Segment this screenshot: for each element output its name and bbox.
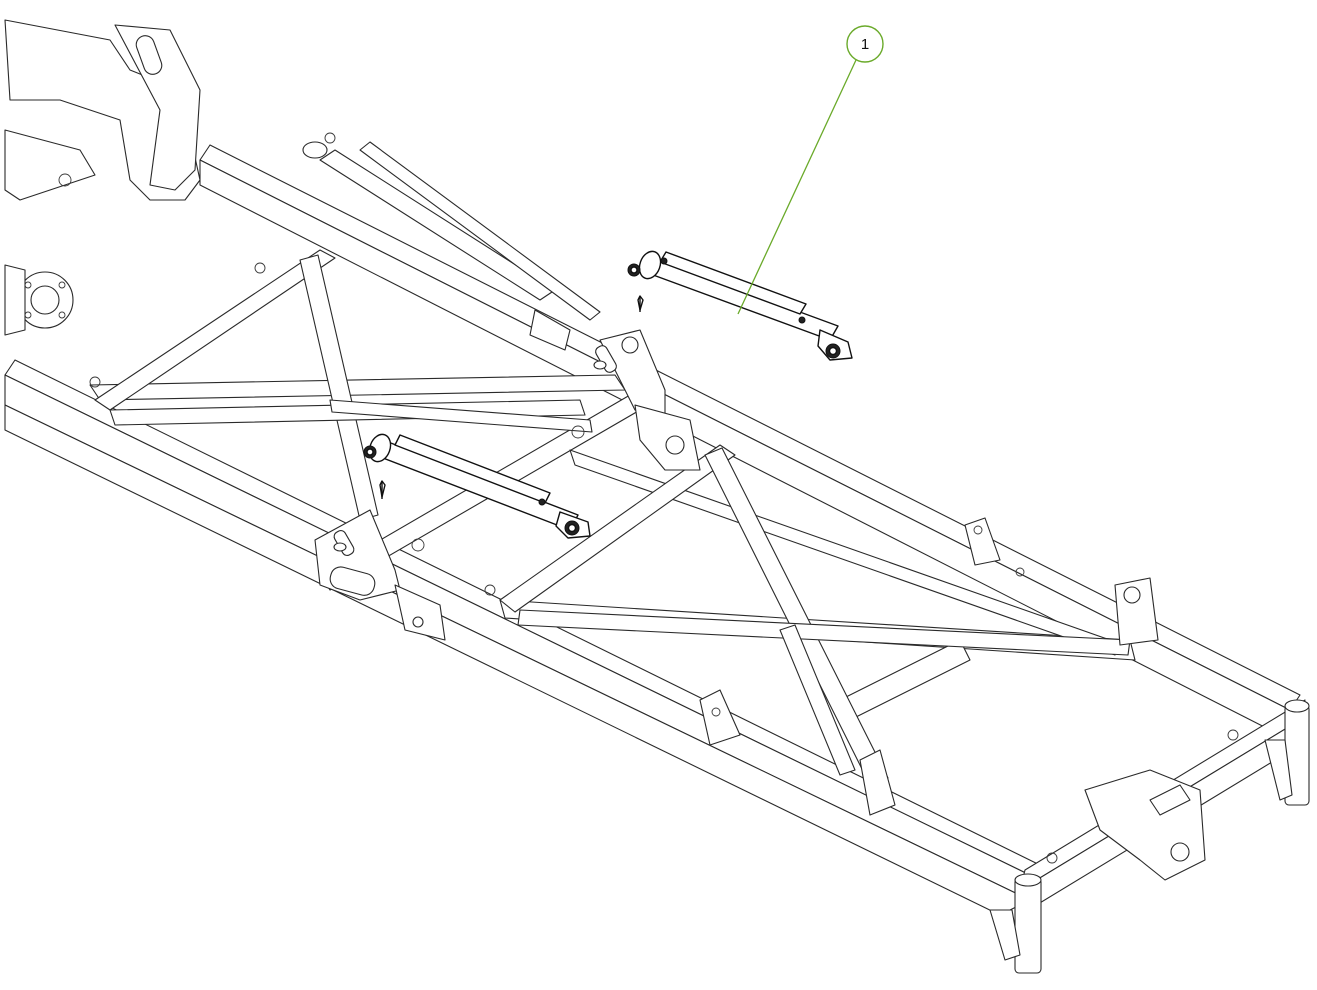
clip-pin-icon	[637, 295, 644, 312]
hydraulic-cylinder-part-1-lower[interactable]	[363, 431, 591, 539]
pin-icon	[333, 530, 355, 556]
pin-icon	[593, 345, 617, 373]
hydraulic-cylinder-part-1[interactable]	[627, 248, 853, 361]
callout-bubble	[846, 25, 884, 63]
callout-label: 1	[861, 36, 869, 53]
clip-pin-icon	[379, 480, 386, 499]
callout-1[interactable]: 1	[737, 25, 884, 315]
sprayer-frame	[4, 19, 1310, 974]
callout-leader-line	[737, 59, 857, 315]
